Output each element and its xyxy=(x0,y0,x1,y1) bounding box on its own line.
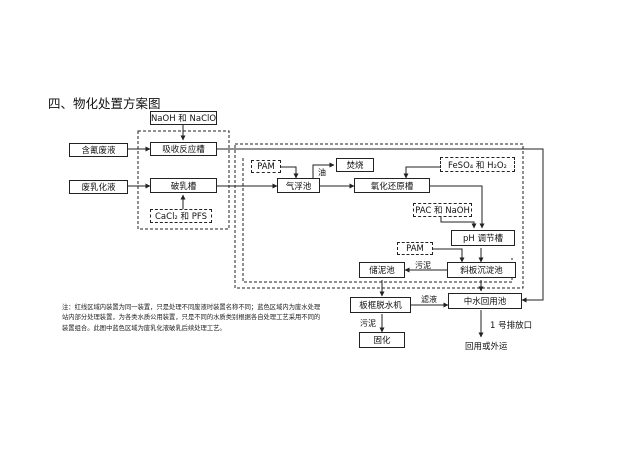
inclined-settler-box: 斜板沉淀池 xyxy=(447,262,516,278)
solidify-box: 固化 xyxy=(359,332,405,348)
cacl2-pfs-box: CaCl₂ 和 PFS xyxy=(150,209,212,223)
sludge-label-2: 污泥 xyxy=(360,319,376,328)
cyanide-waste-box: 含氰废液 xyxy=(69,143,128,157)
feso4-h2o2-box: FeSO₄ 和 H₂O₂ xyxy=(440,157,515,172)
absorption-tank-box: 吸收反应槽 xyxy=(150,142,217,156)
reuse-transport-label: 回用或外运 xyxy=(465,342,508,352)
emulsion-waste-box: 废乳化液 xyxy=(69,180,128,194)
air-flotation-box: 气浮池 xyxy=(277,178,320,193)
sludge-label-1: 污泥 xyxy=(415,261,431,270)
filtrate-label: 滤液 xyxy=(421,295,437,304)
page-title: 四、物化处置方案图 xyxy=(48,96,161,111)
reuse-pool-box: 中水回用池 xyxy=(448,293,522,309)
naoh-naclo-box: NaOH 和 NaClO xyxy=(150,111,217,125)
incineration-box: 焚烧 xyxy=(336,158,374,172)
demulsify-tank-box: 破乳槽 xyxy=(150,178,217,193)
pam-box-2: PAM xyxy=(397,242,433,255)
treatment-station-region xyxy=(234,143,524,289)
pam-box-1: PAM xyxy=(251,160,281,173)
oil-label: 油 xyxy=(318,168,326,177)
filter-press-box: 板框脱水机 xyxy=(350,297,411,313)
pac-naoh-box: PAC 和 NaOH xyxy=(413,203,472,217)
note-text: 注：红线区域内装置为同一装置，只是处理不同废液时装置名称不同；蓝色区域内为废水处… xyxy=(62,304,321,332)
outlet-1-label: 1 号排放口 xyxy=(490,321,533,331)
sludge-tank-box: 储泥池 xyxy=(359,262,405,278)
redox-tank-box: 氧化还原槽 xyxy=(354,178,430,193)
ph-tank-box: pH 调节槽 xyxy=(451,230,515,246)
